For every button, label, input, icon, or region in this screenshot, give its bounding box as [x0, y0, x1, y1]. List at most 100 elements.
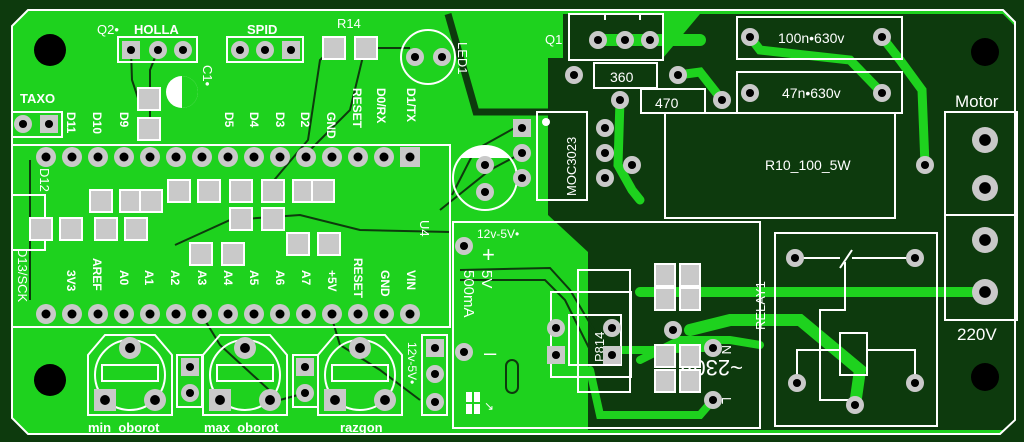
nano-pin-label: D2 — [298, 112, 312, 128]
nano-pin-label: A5 — [247, 270, 261, 286]
through-hole-pad — [40, 115, 58, 133]
psu-plus-label: + — [482, 242, 495, 267]
smd-pad — [654, 263, 676, 287]
through-hole-pad — [433, 48, 451, 66]
psu-slot — [505, 359, 519, 394]
pot-pad — [259, 389, 281, 411]
smd-pad — [137, 117, 161, 141]
nano-bottom-pin — [166, 304, 186, 324]
smd-pad — [137, 87, 161, 111]
moc3023-outline — [536, 111, 588, 201]
nano-pin-label: D4 — [247, 112, 261, 128]
smd-pad — [189, 242, 213, 266]
through-hole-pad — [14, 115, 32, 133]
potentiometers — [87, 334, 403, 416]
nano-pin-label: A3 — [195, 270, 209, 286]
taxo-header — [11, 111, 63, 138]
through-hole-pad — [149, 41, 167, 59]
nano-bottom-pin-row — [36, 304, 420, 324]
nano-top-pin — [400, 147, 420, 167]
nano-pin-label: +5V — [325, 270, 339, 292]
r360-label: 360 — [610, 69, 634, 85]
smd-pad — [679, 344, 701, 368]
nano-top-pin — [114, 147, 134, 167]
through-hole-pad — [972, 127, 998, 153]
through-hole-pad — [741, 84, 759, 102]
smd-pad — [139, 189, 163, 213]
nano-pin-label: GND — [378, 270, 392, 297]
psu-jumper-label: 12v-5V• — [405, 342, 419, 384]
through-hole-pad — [513, 119, 531, 137]
trimmer-pot — [202, 334, 288, 416]
nano-pin-label: GND — [324, 112, 338, 139]
q1-label: Q1 — [545, 32, 562, 47]
through-hole-pad — [916, 156, 934, 174]
nano-bottom-pin — [296, 304, 316, 324]
nano-bottom-pin — [374, 304, 394, 324]
nano-top-pin — [296, 147, 316, 167]
through-hole-pad — [174, 41, 192, 59]
nano-bottom-pin — [192, 304, 212, 324]
through-hole-pad — [603, 346, 621, 364]
q2-label: Q2• — [97, 22, 119, 37]
pot-pad — [234, 337, 256, 359]
nano-top-pin — [348, 147, 368, 167]
through-hole-pad — [664, 321, 682, 339]
pot1-label: min oborot — [88, 420, 160, 435]
nano-top-pin — [218, 147, 238, 167]
through-hole-pad — [972, 175, 998, 201]
through-hole-pad — [282, 41, 300, 59]
nano-pin-label: A2 — [168, 270, 182, 286]
through-hole-pad — [181, 384, 199, 402]
nano-bottom-pin — [244, 304, 264, 324]
mounting-holes — [34, 34, 999, 396]
through-hole-pad — [972, 279, 998, 305]
smd-pad — [654, 369, 676, 393]
through-hole-pad — [406, 48, 424, 66]
r10-outline — [664, 112, 896, 219]
through-hole-pad — [669, 66, 687, 84]
through-hole-pad — [455, 237, 473, 255]
smd-pad — [354, 36, 378, 60]
relay1-outline — [774, 232, 938, 427]
nano-top-pin — [374, 147, 394, 167]
through-hole-pad — [873, 84, 891, 102]
nano-bottom-pin — [140, 304, 160, 324]
smd-pad — [89, 189, 113, 213]
isolation-trace — [444, 13, 548, 116]
nano-pin-label: 3V3 — [64, 270, 78, 292]
pot-pad — [119, 337, 141, 359]
jumper1-outline — [176, 354, 203, 408]
mains-terminal — [944, 214, 1018, 321]
p814-chip — [568, 314, 622, 366]
smd-pad — [654, 287, 676, 311]
smd-pad — [167, 179, 191, 203]
through-hole-pad — [122, 41, 140, 59]
nano-top-pin — [140, 147, 160, 167]
smd-pad — [317, 232, 341, 256]
pot3-label: razgon — [340, 420, 383, 435]
cap100n-outline — [736, 16, 903, 60]
nano-pin-label: A0 — [117, 270, 131, 286]
relay1-label: RELAY1 — [753, 281, 768, 330]
through-hole-pad — [426, 393, 444, 411]
psu-5v-label: 5V — [478, 270, 495, 288]
pot-pad — [94, 389, 116, 411]
nano-bottom-pin — [88, 304, 108, 324]
through-hole-pad — [476, 156, 494, 174]
nano-bottom-pin — [218, 304, 238, 324]
smd-pad — [654, 344, 676, 368]
v220-label: 220V — [957, 325, 997, 344]
psu-jumper-outline — [421, 334, 448, 416]
through-hole-pad — [972, 227, 998, 253]
nano-pin-label: RESET — [351, 258, 365, 299]
through-hole-pad — [565, 66, 583, 84]
holla-label: HOLLA — [134, 22, 179, 37]
q1-outline — [568, 13, 664, 61]
smd-pad — [261, 179, 285, 203]
through-hole-pad — [786, 249, 804, 267]
nano-pin-label: D9 — [117, 112, 131, 128]
through-hole-pad — [596, 169, 614, 187]
